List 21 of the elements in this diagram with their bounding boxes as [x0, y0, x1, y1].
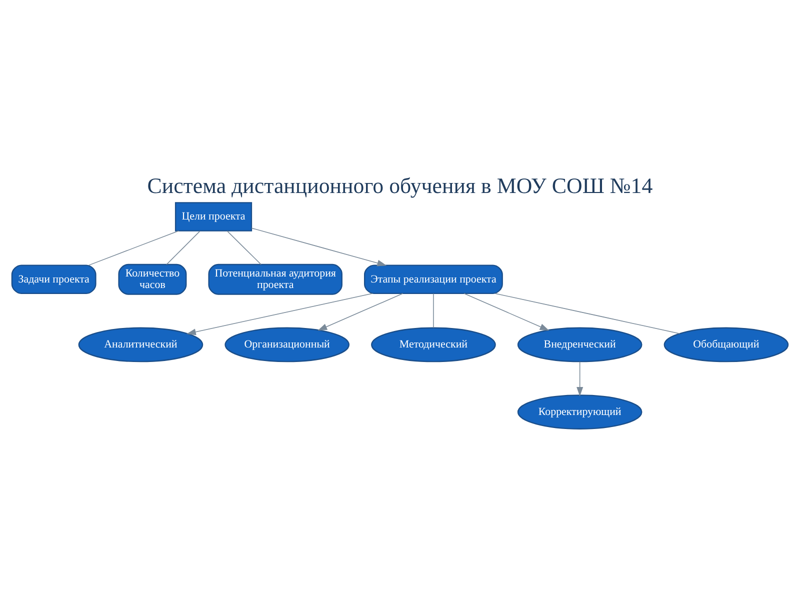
node-box: Количество часов	[118, 263, 187, 294]
connector	[494, 292, 680, 334]
diagram-title: Система дистанционного обучения в МОУ СОШ №14	[147, 172, 653, 198]
node-box: Задачи проекта	[11, 264, 96, 294]
node-ellipse: Корректирующий	[517, 394, 642, 429]
node-ellipse: Обобщающий	[664, 326, 789, 362]
arrow	[318, 292, 404, 330]
connector	[226, 230, 262, 264]
arrow	[464, 292, 550, 330]
arrow	[251, 227, 387, 266]
node-box: Цели проекта	[174, 202, 252, 231]
connector	[433, 292, 434, 328]
node-box: Этапы реализации проекта	[364, 264, 503, 294]
node-ellipse: Внедренческий	[517, 326, 642, 362]
connector	[88, 230, 180, 266]
node-ellipse: Методический	[371, 326, 496, 362]
node-ellipse: Организационный	[224, 326, 350, 362]
arrow	[186, 292, 373, 335]
connector	[166, 230, 200, 264]
node-box: Потенциальная аудитория проекта	[208, 263, 342, 294]
arrow	[576, 360, 584, 396]
